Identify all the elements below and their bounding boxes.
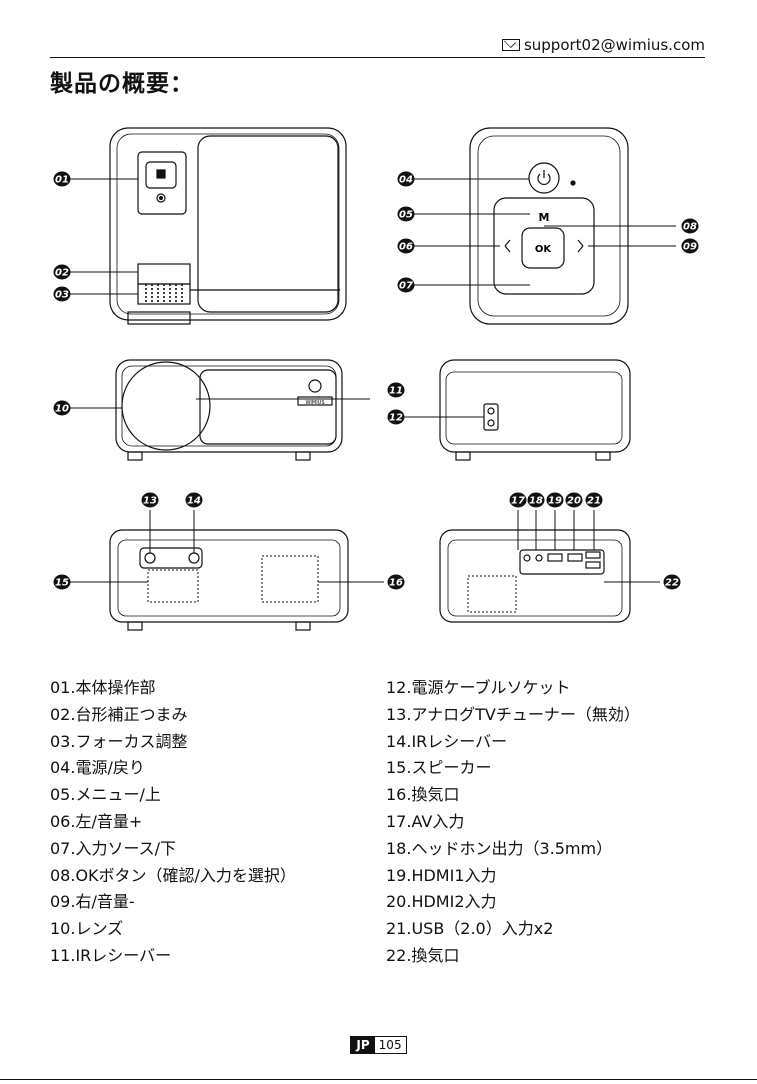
callout-badges: 01 02 03 04 05 06 07 08 09 10 11 12 13 14 15 16 17 18 19 20… [53,171,699,590]
part-item: 20.HDMI2入力 [386,892,497,912]
callout-number: 06 [399,242,413,253]
part-item: 06.左/音量+ [50,811,143,831]
callout-badge-bg [663,574,681,590]
callout-badge-bg [53,400,71,416]
callout-number: 10 [55,404,69,415]
callout-number: 20 [567,496,581,507]
callout-badge-bg [397,206,415,222]
callout-number: 17 [511,496,525,507]
callout-number: 15 [55,578,69,589]
part-item: 22.換気口 [386,945,460,965]
callout-badge-bg [565,492,583,508]
callout-number: 01 [55,175,69,186]
callout-badge-bg [53,574,71,590]
part-item: 10.レンズ [50,919,124,939]
callout-number: 08 [683,222,697,233]
part-item: 13.アナログTVチューナー（無効） [386,704,640,724]
footer-rule [0,1079,757,1080]
part-item: 03.フォーカス調整 [50,731,188,751]
callout-number: 16 [389,578,403,589]
page-footer: JP 105 [0,1036,757,1054]
projector-side-view [439,359,631,461]
support-email[interactable]: support02@wimius.com [501,36,705,54]
callout-number: 09 [683,242,697,253]
callout-badge-bg [546,492,564,508]
lens-logo: WIMIUS [305,400,324,406]
part-item: 05.メニュー/上 [50,785,161,805]
callout-number: 19 [548,496,562,507]
product-diagram: M OK WIMIUS 01 02 03 04 05 06 07 08 09 10 11 12 13 14… [53,127,699,631]
projector-ports-view [439,529,631,623]
parts-list-left: 01.本体操作部 02.台形補正つまみ 03.フォーカス調整 04.電源/戻り 05.メ… [50,675,296,970]
callout-badge-bg [585,492,603,508]
projector-top-view [109,127,347,325]
page-badge: JP 105 [350,1036,407,1054]
part-item: 21.USB（2.0）入力x2 [386,919,554,939]
callout-badge-bg [387,382,405,398]
part-item: 15.スピーカー [386,758,492,778]
callout-number: 03 [55,290,69,301]
email-text: support02@wimius.com [523,36,705,54]
callout-badge-bg [681,238,699,254]
callout-number: 12 [389,413,403,424]
part-item: 16.換気口 [386,785,460,805]
parts-list-right: 12.電源ケーブルソケット 13.アナログTVチューナー（無効） 14.IRレシーバ… [386,675,640,970]
part-item: 08.OKボタン（確認/入力を選択） [50,865,296,885]
part-item: 17.AV入力 [386,811,465,831]
callout-badge-bg [527,492,545,508]
page-title: 製品の概要： [50,71,194,97]
part-item: 09.右/音量- [50,892,135,912]
callout-badge-bg [141,492,159,508]
callout-badge-bg [397,277,415,293]
language-label: JP [351,1037,375,1053]
callout-badge-bg [185,492,203,508]
callout-number: 07 [399,281,413,292]
callout-badge-bg [53,286,71,302]
header-rule [50,57,705,58]
callout-number: 18 [529,496,543,507]
part-item: 11.IRレシーバー [50,945,172,965]
part-item: 18.ヘッドホン出力（3.5mm） [386,838,613,858]
callout-number: 13 [143,496,157,507]
callout-number: 05 [399,210,413,221]
callout-badge-bg [397,171,415,187]
ok-button-label: OK [535,244,553,255]
projector-front-view [115,359,343,461]
callout-badge-bg [53,264,71,280]
part-item: 14.IRレシーバー [386,731,508,751]
projector-rear-view [109,529,349,631]
envelope-icon [501,39,520,51]
callout-number: 11 [389,386,403,397]
callout-number: 22 [665,578,679,589]
callout-number: 14 [187,496,201,507]
callout-number: 21 [587,496,601,507]
part-item: 01.本体操作部 [50,678,156,697]
callout-badge-bg [397,238,415,254]
callout-badge-bg [53,171,71,187]
callout-number: 04 [399,175,413,186]
menu-button-label: M [539,211,550,224]
part-item: 07.入力ソース/下 [50,838,177,858]
part-item: 12.電源ケーブルソケット [386,678,571,697]
part-item: 02.台形補正つまみ [50,704,188,724]
callout-badge-bg [681,218,699,234]
page-number: 105 [378,1038,402,1052]
callout-badge-bg [509,492,527,508]
callout-number: 02 [55,268,69,279]
part-item: 19.HDMI1入力 [386,865,497,885]
part-item: 04.電源/戻り [50,758,145,778]
callout-badge-bg [387,574,405,590]
callout-badge-bg [387,409,405,425]
